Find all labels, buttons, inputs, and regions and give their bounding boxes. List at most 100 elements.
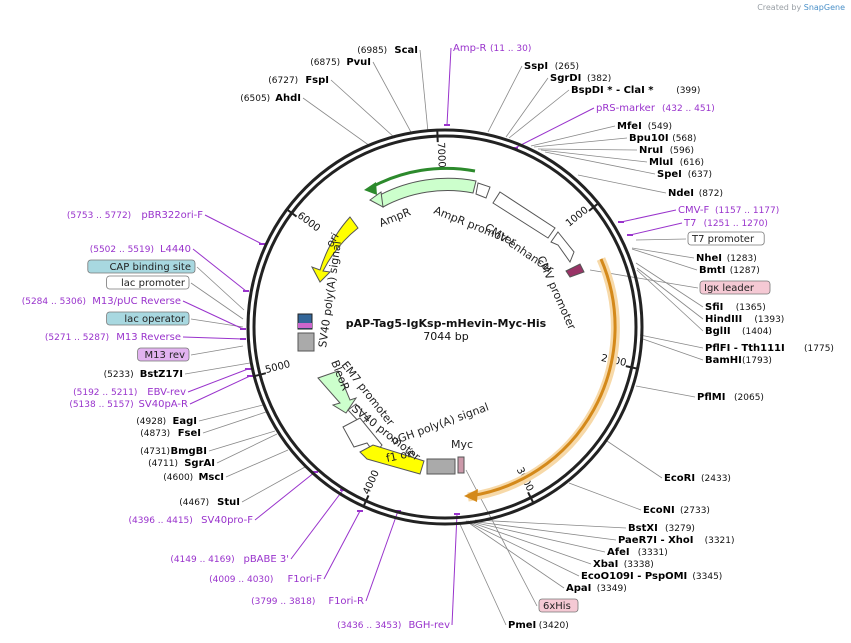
site-label[interactable]: PflFI - Tth111I(1775) xyxy=(705,343,834,354)
enzyme-position: (265) xyxy=(555,62,579,72)
site-label[interactable]: AhdI(6505) xyxy=(240,93,301,104)
site-label[interactable]: PaeR7I - XhoI(3321) xyxy=(618,535,735,546)
enzyme-position: (3331) xyxy=(638,548,668,558)
site-label[interactable]: ApaI(3349) xyxy=(566,583,627,594)
site-label[interactable]: BGH-rev (3436 .. 3453) xyxy=(337,620,450,631)
site-connector xyxy=(190,318,244,328)
site-label[interactable]: MscI(4600) xyxy=(163,472,224,483)
site-label[interactable]: NruI(596) xyxy=(639,145,694,156)
site-label[interactable]: AfeI(3331) xyxy=(607,547,668,558)
site-label[interactable]: F1ori-R(3799 .. 3818) xyxy=(251,596,364,607)
site-label[interactable]: SgrDI(382) xyxy=(550,73,611,84)
site-label[interactable]: pBR322ori-F(5753 .. 5772) xyxy=(67,210,203,221)
site-label[interactable]: BmtI(1287) xyxy=(699,265,760,276)
site-label[interactable]: SpeI(637) xyxy=(657,169,712,180)
site-label[interactable]: PmeI(3420) xyxy=(508,620,569,631)
site-connector xyxy=(216,433,278,464)
site-label[interactable]: SfiI(1365) xyxy=(705,302,766,313)
primer-name: BGH-rev xyxy=(408,620,450,631)
site-label[interactable]: XbaI(3338) xyxy=(593,559,654,570)
site-label[interactable]: BamHI(1793) xyxy=(705,355,772,366)
site-label[interactable]: Bpu10I(568) xyxy=(629,133,696,144)
tick-mark xyxy=(625,365,638,370)
site-label[interactable]: EBV-rev(5192 .. 5211) xyxy=(73,387,186,398)
site-label[interactable]: SV40pro-F(4396 .. 4415) xyxy=(129,515,254,526)
site-label[interactable]: BstXI(3279) xyxy=(628,523,695,534)
site-connector xyxy=(487,65,523,133)
site-label[interactable]: Amp-R(11 .. 30) xyxy=(453,43,531,54)
site-label[interactable]: ScaI(6985) xyxy=(357,45,418,56)
site-label[interactable]: NdeI(872) xyxy=(668,188,723,199)
site-label[interactable]: SV40pA-R(5138 .. 5157) xyxy=(69,399,188,410)
site-label[interactable]: lac operator xyxy=(106,311,190,326)
site-label[interactable]: F1ori-F(4009 .. 4030) xyxy=(209,574,322,585)
site-label[interactable]: PflMI(2065) xyxy=(697,392,764,403)
site-label[interactable]: EcoO109I - PspOMI(3345) xyxy=(581,571,722,582)
bgh-polya-feature xyxy=(426,458,456,475)
tick-mark xyxy=(253,372,267,378)
site-label[interactable]: 6xHis xyxy=(538,598,579,613)
credit: Created by SnapGene xyxy=(757,3,845,12)
site-connector xyxy=(514,107,595,149)
site-connector xyxy=(465,520,580,577)
feature-label-ori: ori xyxy=(323,231,341,250)
enzyme-position: (4467) xyxy=(179,498,209,508)
site-label[interactable]: SgrAI(4711) xyxy=(148,458,215,469)
site-label[interactable]: BspDI * - ClaI *(399) xyxy=(571,85,700,96)
site-label[interactable]: CMV-F(1157 .. 1177) xyxy=(678,205,779,216)
feature-box-label: lac operator xyxy=(124,314,185,325)
enzyme-name: EcoRI xyxy=(664,473,695,484)
enzyme-position: (399) xyxy=(676,86,700,96)
site-label[interactable]: pRS-marker (432 .. 451) xyxy=(596,103,715,114)
tick-label: 6000 xyxy=(295,210,322,234)
primer-range: (3436 .. 3453) xyxy=(337,621,401,631)
site-label[interactable]: FseI(4873) xyxy=(140,428,201,439)
site-label[interactable]: lac promoter xyxy=(106,275,190,290)
site-label[interactable]: T7 promoter xyxy=(687,231,765,246)
enzyme-name: MluI xyxy=(649,157,673,168)
site-label[interactable]: T7(1251 .. 1270) xyxy=(683,218,768,229)
primer-name: L4440 xyxy=(160,244,191,255)
enzyme-position: (4600) xyxy=(163,473,193,483)
enzyme-name: HindIII xyxy=(705,314,742,325)
enzyme-name: FspI xyxy=(305,75,329,86)
f1-ori-feature xyxy=(359,444,425,475)
enzyme-position: (4928) xyxy=(136,417,166,427)
site-label[interactable]: HindIII(1393) xyxy=(705,314,784,325)
site-label[interactable]: MluI(616) xyxy=(649,157,704,168)
site-connector xyxy=(189,375,251,405)
plasmid-name: pAP-Tag5-IgKsp-mHevin-Myc-His xyxy=(346,317,547,330)
site-label[interactable]: M13/pUC Reverse(5284 .. 5306) xyxy=(22,296,181,307)
site-label[interactable]: FspI(6727) xyxy=(268,75,329,86)
site-label[interactable]: EcoNI(2733) xyxy=(643,505,710,516)
site-label[interactable]: StuI(4467) xyxy=(179,497,240,508)
site-connector xyxy=(190,345,244,356)
site-label[interactable]: MfeI(549) xyxy=(617,121,672,132)
enzyme-name: PmeI xyxy=(508,620,536,631)
enzyme-position: (3345) xyxy=(692,572,722,582)
site-label[interactable]: NheI(1283) xyxy=(696,253,757,264)
site-label[interactable]: PvuI(6875) xyxy=(310,57,371,68)
site-label[interactable]: BglII(1404) xyxy=(705,326,772,337)
primer-name: pRS-marker xyxy=(596,103,656,114)
site-label[interactable]: SspI(265) xyxy=(524,61,579,72)
primer-name: F1ori-F xyxy=(288,574,323,585)
primer-range: (11 .. 30) xyxy=(490,44,531,54)
site-label[interactable]: BmgBI(4731) xyxy=(140,446,207,457)
enzyme-position: (1404) xyxy=(742,327,772,337)
site-label[interactable]: pBABE 3'(4149 .. 4169) xyxy=(170,554,289,565)
site-label[interactable]: CAP binding site xyxy=(87,259,196,274)
site-connector xyxy=(537,148,638,151)
primer-range: (432 .. 451) xyxy=(662,104,715,114)
site-label[interactable]: EagI(4928) xyxy=(136,416,197,427)
site-label[interactable]: EcoRI(2433) xyxy=(664,473,731,484)
site-label[interactable]: M13 Reverse(5271 .. 5287) xyxy=(45,332,181,343)
site-label[interactable]: BstZ17I(5233) xyxy=(104,369,183,380)
site-label[interactable]: M13 rev xyxy=(137,347,190,362)
site-label[interactable]: L4440(5502 .. 5519) xyxy=(90,244,191,255)
site-label[interactable]: Igκ leader xyxy=(699,280,771,295)
primer-range: (1251 .. 1270) xyxy=(704,219,768,229)
ampr-feature xyxy=(377,177,477,208)
site-connector xyxy=(451,513,458,626)
site-connector xyxy=(225,449,289,478)
